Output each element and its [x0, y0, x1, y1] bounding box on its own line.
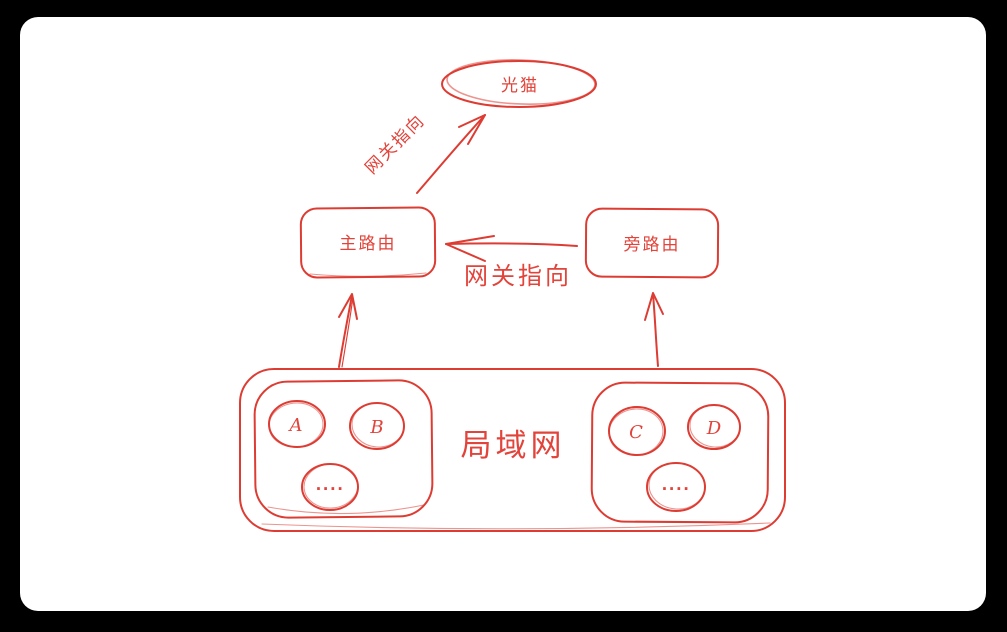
edge-lan-to-side-line	[652, 293, 659, 367]
node-lan: 局域网	[239, 368, 786, 532]
client-b-circle-sketch	[351, 402, 405, 448]
edge-main-to-modem-arrowhead	[458, 114, 486, 145]
modem-ellipse-sketch	[446, 59, 596, 105]
clients-right-more-circle-sketch	[648, 462, 706, 510]
clients-left-more-circle-sketch	[303, 463, 359, 509]
clients-right-box	[590, 381, 770, 524]
side-router-box	[584, 207, 720, 279]
client-node-more-left: ....	[301, 463, 359, 511]
client-node-a: A	[268, 400, 326, 448]
edge-lan-to-side-arrowhead	[644, 292, 664, 321]
edge-side-to-main-label: 网关指向	[464, 262, 572, 290]
modem-ellipse	[441, 60, 597, 108]
group-clients-right: C D ....	[590, 381, 770, 524]
client-c-label: C	[629, 422, 643, 443]
node-main-router: 主路由	[299, 206, 437, 279]
side-router-label: 旁路由	[624, 235, 681, 255]
node-side-router: 旁路由	[584, 207, 720, 279]
client-node-b: B	[349, 402, 405, 450]
main-router-box	[299, 206, 437, 279]
client-node-c: C	[608, 406, 666, 456]
edge-lan-to-side	[644, 292, 664, 367]
lan-label: 局域网	[461, 428, 566, 464]
edge-side-to-main: 网关指向	[445, 235, 578, 290]
group-clients-left: A B ....	[253, 379, 434, 519]
client-node-d: D	[687, 404, 741, 450]
edge-side-to-main-line	[445, 242, 578, 247]
client-a-circle-sketch	[268, 402, 324, 448]
edge-lan-to-main	[338, 293, 358, 368]
edge-lan-to-main-line-sketch	[341, 296, 354, 368]
client-b-label: B	[369, 417, 383, 438]
modem-label: 光猫	[501, 76, 539, 96]
edge-main-to-modem-line	[416, 114, 486, 194]
clients-left-box	[253, 379, 434, 519]
clients-left-box-sketch	[267, 504, 425, 515]
node-modem: 光猫	[441, 59, 597, 108]
client-d-label: D	[706, 418, 722, 439]
lan-box-sketch	[261, 522, 771, 530]
main-router-label: 主路由	[340, 234, 397, 254]
clients-left-more-label: ....	[316, 476, 345, 494]
edge-lan-to-main-arrowhead	[338, 293, 358, 320]
clients-right-more-label: ....	[662, 476, 691, 494]
client-a-label: A	[288, 415, 303, 436]
client-node-more-right: ....	[646, 462, 706, 512]
lan-box	[239, 368, 786, 532]
drawing-surface	[20, 17, 986, 611]
client-c-circle-sketch	[608, 408, 664, 456]
client-d-circle-sketch	[689, 404, 741, 448]
main-router-box-sketch	[309, 272, 427, 277]
edge-side-to-main-arrowhead	[445, 235, 495, 262]
edge-lan-to-main-line	[338, 294, 353, 368]
